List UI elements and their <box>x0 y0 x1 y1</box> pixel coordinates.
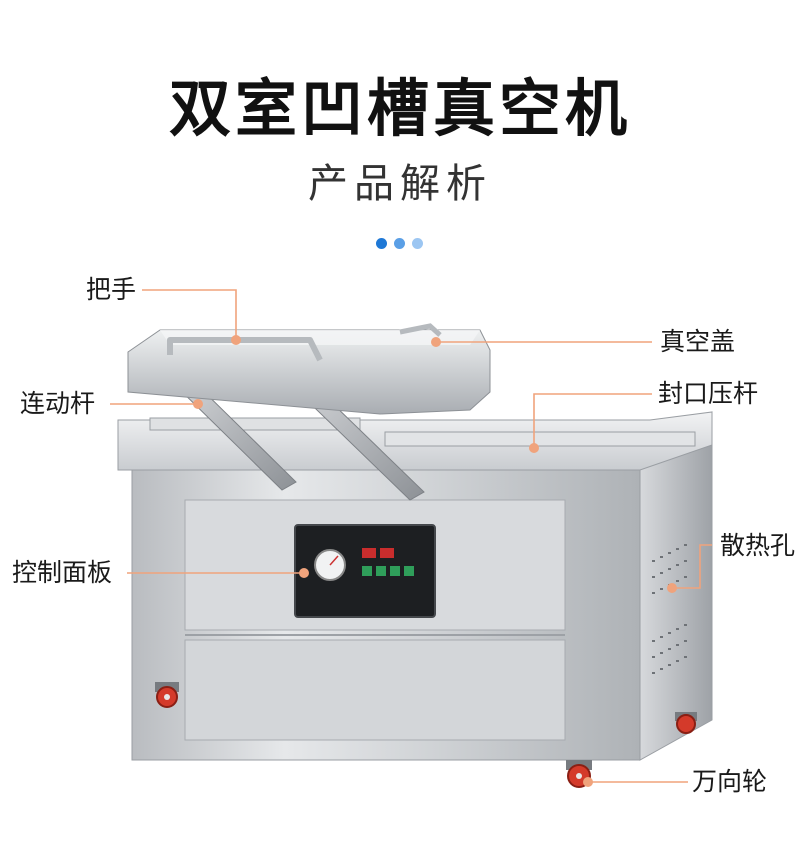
caster-right-back-icon <box>675 712 697 734</box>
leader-handle <box>142 289 237 340</box>
leader-dot-handle <box>231 335 241 345</box>
seal-bar <box>384 431 696 447</box>
pager-dots <box>376 238 423 249</box>
display-2 <box>380 548 394 558</box>
leader-dot-caster <box>583 777 593 787</box>
label-vacuum-lid: 真空盖 <box>660 327 736 356</box>
label-seal-bar: 封口压杆 <box>658 379 759 408</box>
leader-seal-bar <box>533 393 652 448</box>
button-3 <box>390 566 400 576</box>
page-subtitle: 产品解析 <box>308 161 492 207</box>
label-control-panel: 控制面板 <box>12 558 113 587</box>
seal-bar-left <box>149 417 361 431</box>
button-2 <box>376 566 386 576</box>
leader-dot-vacuum-lid <box>431 337 441 347</box>
label-linkage-rod: 连动杆 <box>20 389 96 418</box>
pager-dot-3 <box>412 238 423 249</box>
leader-dot-vent-holes <box>667 583 677 593</box>
leader-vent-holes <box>672 544 712 589</box>
button-1 <box>362 566 372 576</box>
button-4 <box>404 566 414 576</box>
label-handle: 把手 <box>86 275 137 304</box>
label-caster: 万向轮 <box>692 767 768 796</box>
front-door-lower <box>184 639 566 741</box>
label-vent-holes: 散热孔 <box>720 531 796 560</box>
page-title: 双室凹槽真空机 <box>168 72 631 145</box>
leader-dot-control-panel <box>299 568 309 578</box>
caster-left-icon <box>155 682 179 708</box>
display-1 <box>362 548 376 558</box>
leader-dot-linkage-rod <box>193 399 203 409</box>
leader-dot-seal-bar <box>529 443 539 453</box>
pager-dot-2 <box>394 238 405 249</box>
pager-dot-1 <box>376 238 387 249</box>
